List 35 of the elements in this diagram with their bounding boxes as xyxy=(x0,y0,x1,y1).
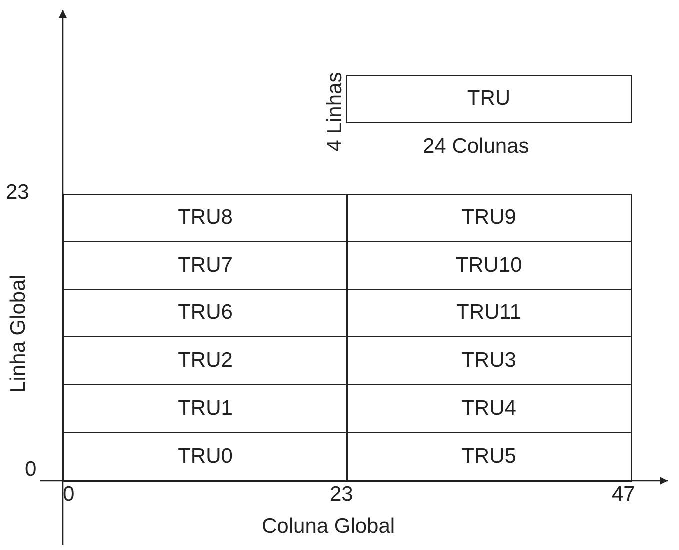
tru-cell xyxy=(63,432,348,482)
column-count-label: 24 Colunas xyxy=(423,135,530,159)
cell-label: TRU1 xyxy=(178,396,233,420)
axis-tick-label: 23 xyxy=(330,483,354,507)
cell-label: TRU5 xyxy=(462,445,516,469)
cell-label: TRU8 xyxy=(178,206,233,230)
tru-cell xyxy=(346,384,632,433)
axis-tick-label: 0 xyxy=(63,483,75,507)
tru-cell xyxy=(346,241,632,290)
tru-cell xyxy=(63,336,348,385)
cell-label: TRU7 xyxy=(178,254,233,278)
tru-cell xyxy=(346,432,632,482)
cell-label: TRU6 xyxy=(178,301,233,325)
tru-box xyxy=(346,75,632,123)
axis-tick-label: 0 xyxy=(25,458,37,482)
cell-label: TRU0 xyxy=(178,445,233,469)
cell-label: TRU4 xyxy=(462,396,516,420)
axis-title: Linha Global xyxy=(6,275,31,393)
axis-title: Coluna Global xyxy=(262,515,396,539)
tru-cell xyxy=(346,289,632,337)
row-count-label: 4 Linhas xyxy=(324,72,348,152)
tru-cell xyxy=(346,336,632,385)
axis-tick-label: 23 xyxy=(6,181,30,205)
cell-label: TRU2 xyxy=(178,348,233,372)
tru-cell xyxy=(346,194,632,242)
cell-label: TRU11 xyxy=(456,301,522,325)
cell-label: TRU3 xyxy=(462,348,516,372)
cell-label: TRU10 xyxy=(456,254,522,278)
cell-label: TRU xyxy=(467,87,511,111)
tru-cell xyxy=(63,194,348,242)
tru-cell xyxy=(63,289,348,337)
tru-cell xyxy=(63,241,348,290)
axis-tick-label: 47 xyxy=(612,483,636,507)
tru-cell xyxy=(63,384,348,433)
cell-label: TRU9 xyxy=(462,206,516,230)
